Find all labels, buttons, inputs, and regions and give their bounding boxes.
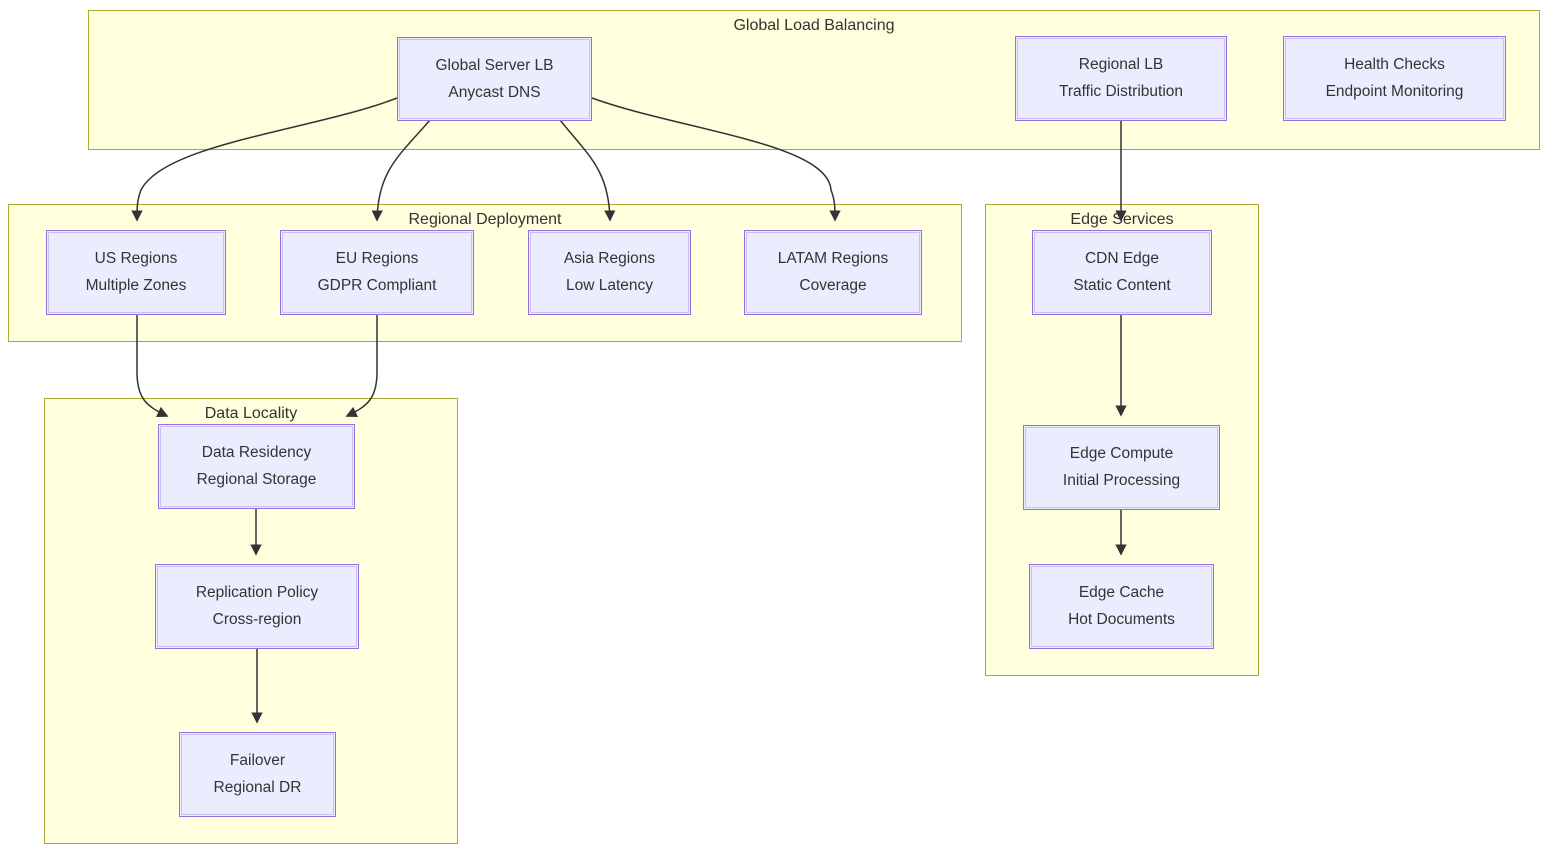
node-edge-compute: Edge Compute Initial Processing (1023, 425, 1220, 510)
node-label-line2: Regional DR (213, 779, 302, 796)
node-failover: Failover Regional DR (179, 732, 336, 817)
node-label-line1: US Regions (94, 250, 178, 267)
node-cdn-edge: CDN Edge Static Content (1032, 230, 1212, 315)
node-eu-regions: EU Regions GDPR Compliant (280, 230, 474, 315)
node-label-line1: Failover (229, 752, 286, 769)
cluster-title: Data Locality (204, 405, 298, 422)
node-asia-regions: Asia Regions Low Latency (528, 230, 691, 315)
node-data-residency: Data Residency Regional Storage (158, 424, 355, 509)
node-label-line1: Asia Regions (563, 250, 656, 267)
node-label-line1: Edge Compute (1069, 445, 1174, 462)
node-regional-lb: Regional LB Traffic Distribution (1015, 36, 1227, 121)
node-label-line2: Cross-region (212, 611, 302, 628)
cluster-title: Regional Deployment (408, 211, 562, 228)
node-global-server-lb: Global Server LB Anycast DNS (397, 37, 592, 121)
node-latam-regions: LATAM Regions Coverage (744, 230, 922, 315)
node-label-line2: Coverage (799, 277, 867, 294)
node-label-line1: EU Regions (335, 250, 419, 267)
node-label-line1: Regional LB (1078, 56, 1164, 73)
node-label-line2: Hot Documents (1068, 611, 1175, 628)
node-label-line1: Data Residency (201, 444, 312, 461)
node-label-line1: Replication Policy (195, 584, 319, 601)
cluster-title: Edge Services (1070, 211, 1174, 228)
node-label-line1: LATAM Regions (777, 250, 889, 267)
node-us-regions: US Regions Multiple Zones (46, 230, 226, 315)
node-label-line2: Endpoint Monitoring (1325, 83, 1464, 100)
node-replication-policy: Replication Policy Cross-region (155, 564, 359, 649)
node-label-line1: Health Checks (1344, 56, 1445, 73)
node-health-checks: Health Checks Endpoint Monitoring (1283, 36, 1506, 121)
node-label-line2: Static Content (1073, 277, 1171, 294)
cluster-title: Global Load Balancing (733, 17, 895, 34)
node-label-line2: Multiple Zones (85, 277, 187, 294)
node-label-line2: Initial Processing (1062, 472, 1181, 489)
node-label-line2: Traffic Distribution (1058, 83, 1184, 100)
node-edge-cache: Edge Cache Hot Documents (1029, 564, 1214, 649)
node-label-line2: Regional Storage (196, 471, 317, 488)
node-label-line2: GDPR Compliant (317, 277, 437, 294)
node-label-line1: Global Server LB (435, 56, 554, 74)
node-label-line2: Low Latency (565, 277, 654, 294)
node-label-line2: Anycast DNS (448, 83, 541, 101)
node-label-line1: CDN Edge (1084, 250, 1160, 267)
node-label-line1: Edge Cache (1078, 584, 1165, 601)
